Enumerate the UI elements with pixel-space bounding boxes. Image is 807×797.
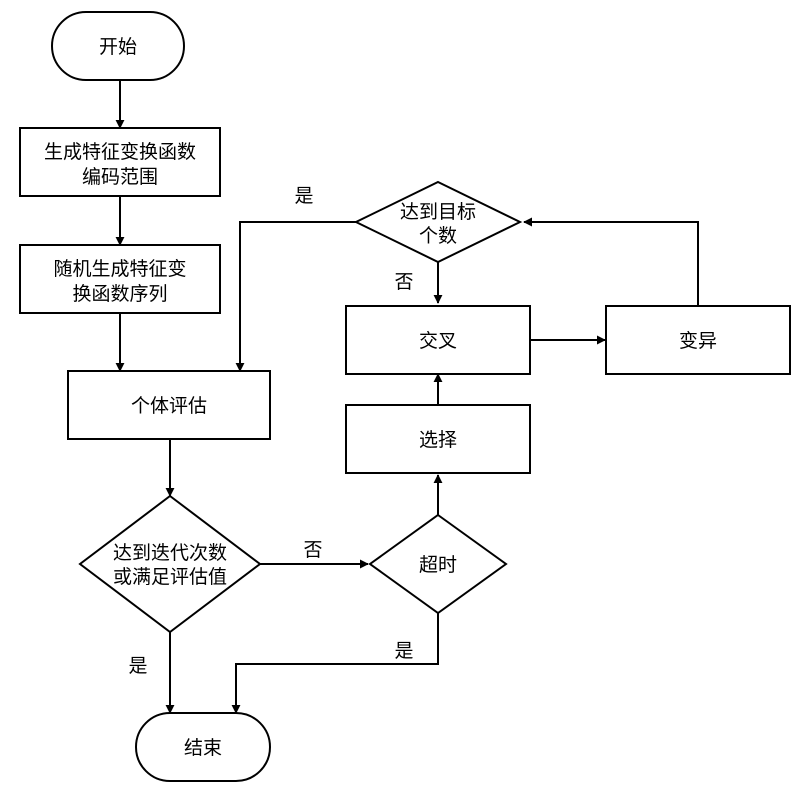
edge-mutation-to-check-target: [523, 217, 699, 306]
node-start-label: 开始: [99, 36, 137, 58]
node-check-target-line2: 个数: [419, 225, 457, 247]
node-check-iterations-line2: 或满足评估值: [113, 566, 227, 588]
node-timeout: 超时: [368, 513, 508, 615]
node-check-target-line1: 达到目标: [400, 201, 476, 223]
node-crossover-label: 交叉: [419, 330, 457, 352]
node-mutation: 变异: [605, 305, 791, 375]
node-generate-sequence: 随机生成特征变 换函数序列: [19, 244, 221, 314]
node-generate-sequence-line2: 换函数序列: [72, 283, 167, 305]
node-end: 结束: [135, 712, 271, 782]
node-crossover: 交叉: [345, 305, 531, 375]
edge-label-timeout-yes: 是: [394, 640, 413, 662]
node-end-label: 结束: [184, 737, 222, 759]
node-check-iterations: 达到迭代次数 或满足评估值: [78, 494, 262, 634]
edge-target-yes-to-evaluate: [235, 221, 356, 372]
node-check-target: 达到目标 个数: [353, 180, 523, 264]
node-generate-range-line1: 生成特征变换函数: [44, 141, 196, 163]
node-check-iterations-line1: 达到迭代次数: [113, 542, 227, 564]
node-timeout-label: 超时: [419, 554, 457, 576]
edge-label-iter-yes: 是: [128, 655, 147, 677]
node-generate-range-line2: 编码范围: [82, 166, 158, 188]
node-generate-sequence-line1: 随机生成特征变: [53, 258, 186, 280]
edge-label-target-yes: 是: [294, 185, 313, 207]
node-start: 开始: [51, 11, 185, 81]
edge-timeout-yes-to-end: [231, 613, 439, 714]
edge-label-target-no: 否: [394, 271, 413, 293]
node-evaluate: 个体评估: [67, 370, 271, 440]
node-mutation-label: 变异: [679, 330, 717, 352]
node-evaluate-label: 个体评估: [131, 395, 207, 417]
node-generate-range: 生成特征变换函数 编码范围: [19, 127, 221, 197]
node-select-label: 选择: [419, 429, 457, 451]
edge-label-iter-no: 否: [303, 539, 322, 561]
node-select: 选择: [345, 404, 531, 474]
